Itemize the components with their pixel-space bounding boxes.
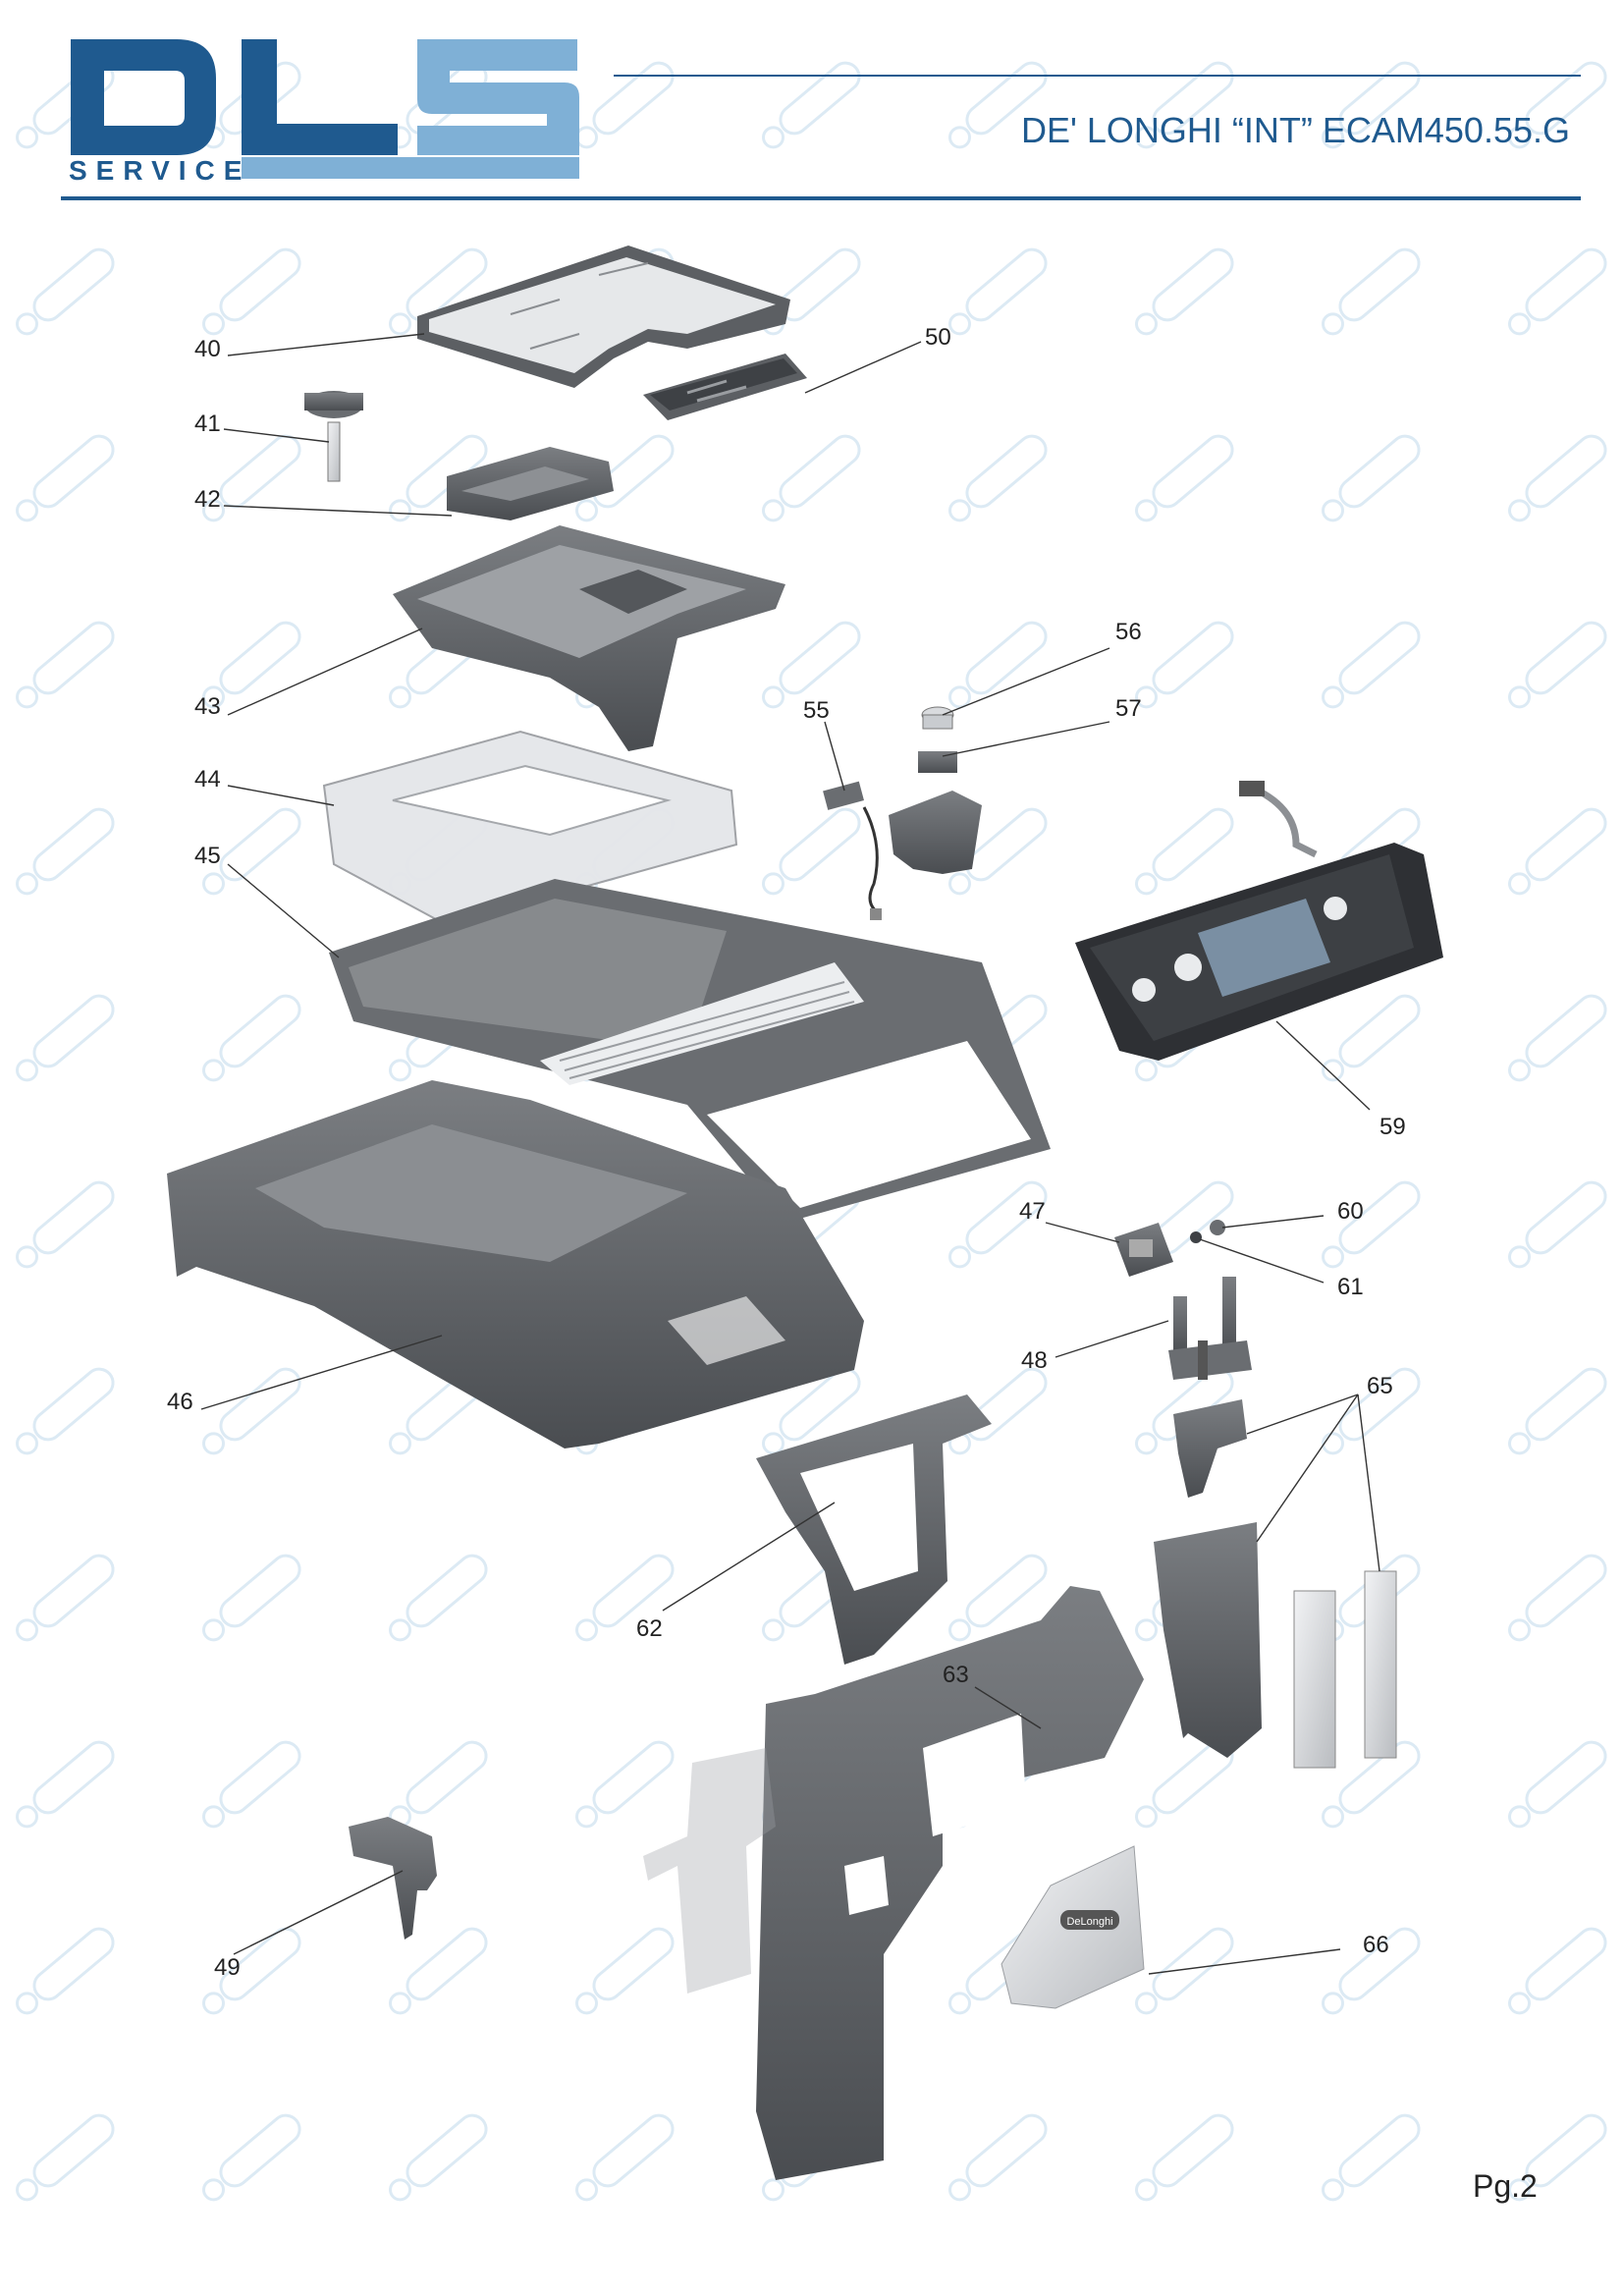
callout-55: 55 [803,697,830,724]
callout-56: 56 [1115,619,1142,645]
callout-61: 61 [1337,1274,1364,1300]
part-41-knob [304,391,363,482]
part-48-fitting [1168,1277,1252,1380]
header-rule-top [614,75,1581,77]
leader-lines [200,333,1380,1975]
callout-59: 59 [1380,1114,1406,1140]
callout-62: 62 [636,1615,663,1642]
callout-60: 60 [1337,1198,1364,1225]
callout-41: 41 [194,410,221,437]
header-rule-bottom [61,196,1581,200]
part-62-frame [756,1394,992,1665]
callout-50: 50 [925,324,951,351]
dls-logo [71,39,579,179]
ghost-dispenser [643,1748,776,1994]
part-47-connector [1114,1223,1173,1277]
brand-badge-text: DeLonghi [1066,1916,1112,1928]
part-63-front-panel [756,1586,1144,2180]
callout-66: 66 [1363,1932,1389,1958]
callout-46: 46 [167,1389,193,1415]
callout-47: 47 [1019,1198,1046,1225]
part-42-bracket [447,447,614,520]
part-45-frame [329,879,1051,1223]
logo-subtitle: SERVICE [69,155,251,186]
callout-40: 40 [194,336,221,362]
callout-48: 48 [1021,1347,1048,1374]
callout-57: 57 [1115,695,1142,722]
part-44-tank [322,730,738,935]
part-60-61-screws [1190,1220,1225,1243]
callout-63: 63 [943,1662,969,1688]
callout-45: 45 [194,843,221,869]
callout-43: 43 [194,693,221,720]
callout-44: 44 [194,766,221,793]
part-50-cover [643,354,807,420]
callout-65: 65 [1367,1373,1393,1399]
page-number: Pg.2 [1473,2168,1538,2204]
part-56-57-valve [889,706,982,874]
part-46-chassis [167,1080,864,1449]
part-43-hopper [393,525,785,751]
part-49-connector [349,1817,437,1940]
callout-42: 42 [194,486,221,513]
callout-49: 49 [214,1954,241,1981]
document-title: DE' LONGHI “INT” ECAM450.55.G [1020,110,1570,150]
part-40-lid [417,246,790,388]
part-59-display-panel [1075,781,1443,1061]
part-66-front-cover: DeLonghi [1001,1845,1145,2009]
part-65-spouts [1154,1399,1397,1769]
part-55-sensor [823,781,882,920]
